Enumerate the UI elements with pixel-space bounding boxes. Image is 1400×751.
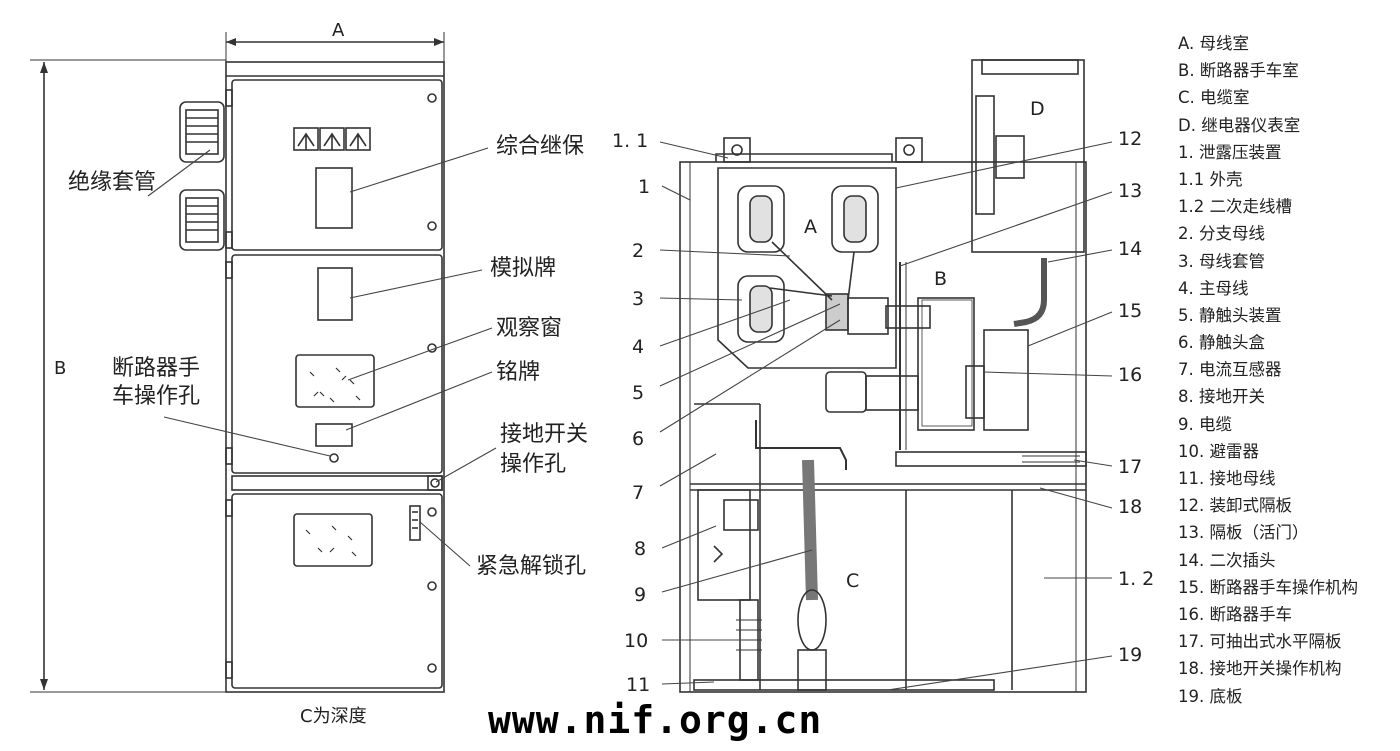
- section-number: 12: [1118, 128, 1143, 150]
- legend-item: 18. 接地开关操作机构: [1178, 659, 1342, 679]
- callout-relay: 综合继保: [496, 134, 585, 159]
- callout-breaker-hole-2: 车操作孔: [112, 384, 201, 409]
- breaker-truck-b: [917, 297, 975, 431]
- section-number: 6: [632, 428, 645, 450]
- section-number: 5: [632, 382, 645, 404]
- mimic-panel-drawing: [317, 267, 353, 321]
- section-number: 3: [632, 288, 645, 310]
- section-number: 1: [638, 176, 651, 198]
- legend-item: 17. 可抽出式水平隔板: [1178, 632, 1342, 652]
- legend-item: 5. 静触头装置: [1178, 305, 1282, 325]
- section-number: 7: [632, 482, 645, 504]
- compartment-label-c: C: [846, 570, 860, 592]
- bushing-drawing: [179, 101, 225, 251]
- callout-nameplate: 铭牌: [496, 360, 541, 385]
- breaker-hole-drawing: [329, 453, 339, 463]
- legend-item: 3. 母线套管: [1178, 251, 1265, 271]
- section-number: 9: [634, 584, 647, 606]
- compartment-label-a: A: [804, 216, 817, 238]
- legend-item: 11. 接地母线: [1178, 469, 1276, 488]
- legend-item: A. 母线室: [1178, 34, 1249, 53]
- nameplate-drawing: [315, 423, 353, 447]
- front-cabinet: [225, 61, 445, 693]
- legend-item: 7. 电流互感器: [1178, 360, 1282, 380]
- callout-earth-hole-1: 接地开关: [500, 422, 589, 447]
- callout-earth-hole-2: 操作孔: [500, 452, 567, 477]
- section-number: 16: [1118, 364, 1143, 386]
- section-cabinet: [679, 161, 1087, 693]
- depth-note: C为深度: [300, 706, 367, 727]
- compartment-label-d: D: [1030, 98, 1045, 120]
- section-number: 19: [1118, 644, 1143, 666]
- dim-a-label: A: [332, 20, 345, 41]
- legend-item: C. 电缆室: [1178, 88, 1250, 108]
- legend-item: 1.1 外壳: [1178, 169, 1243, 189]
- legend-item: 14. 二次插头: [1178, 550, 1276, 570]
- legend-item: 12. 装卸式隔板: [1178, 496, 1292, 516]
- busbar-compartment-a: [717, 167, 897, 369]
- section-number: 17: [1118, 456, 1143, 478]
- section-number: 14: [1118, 238, 1143, 260]
- callout-breaker-hole-1: 断路器手: [112, 356, 201, 381]
- legend-item: 10. 避雷器: [1178, 441, 1259, 461]
- relay-compartment-d: [971, 59, 1085, 253]
- section-number: 2: [632, 240, 645, 262]
- legend-item: 19. 底板: [1178, 686, 1243, 706]
- callout-window: 观察窗: [496, 316, 563, 341]
- compartment-label-b: B: [934, 268, 948, 290]
- legend-item: D. 继电器仪表室: [1178, 115, 1301, 135]
- legend-item: 1. 泄露压装置: [1178, 142, 1282, 162]
- watermark-url: www.nif.org.cn: [488, 698, 823, 742]
- legend-item: 8. 接地开关: [1178, 387, 1265, 407]
- legend-item: 4. 主母线: [1178, 278, 1249, 298]
- section-number: 10: [624, 630, 649, 652]
- section-number: 18: [1118, 496, 1143, 518]
- section-number: 4: [632, 336, 645, 358]
- emergency-unlock-drawing: [409, 505, 421, 541]
- callout-bushing: 绝缘套管: [68, 170, 157, 195]
- legend-item: 9. 电缆: [1178, 414, 1232, 434]
- relay-meters: [293, 127, 371, 229]
- legend-item: 16. 断路器手车: [1178, 604, 1292, 624]
- section-number: 11: [626, 674, 651, 696]
- legend-item: 2. 分支母线: [1178, 224, 1265, 244]
- callout-mimic: 模拟牌: [490, 256, 557, 281]
- section-number: 1. 2: [1118, 568, 1155, 590]
- dim-b-label: B: [54, 358, 67, 379]
- parts-legend: A. 母线室 B. 断路器手车室 C. 电缆室 D. 继电器仪表室 1. 泄露压…: [1178, 34, 1358, 714]
- legend-item: 15. 断路器手车操作机构: [1178, 577, 1358, 597]
- section-number: 8: [634, 538, 647, 560]
- legend-item: 13. 隔板（活门）: [1178, 523, 1309, 543]
- callout-emergency: 紧急解锁孔: [476, 554, 587, 579]
- section-number: 15: [1118, 300, 1143, 322]
- legend-item: 6. 静触头盒: [1178, 333, 1265, 353]
- legend-item: 1.2 二次走线槽: [1178, 197, 1292, 217]
- section-number: 13: [1118, 180, 1143, 202]
- legend-item: B. 断路器手车室: [1178, 61, 1299, 81]
- section-number: 1. 1: [612, 130, 649, 152]
- observation-window-drawing: [295, 354, 375, 408]
